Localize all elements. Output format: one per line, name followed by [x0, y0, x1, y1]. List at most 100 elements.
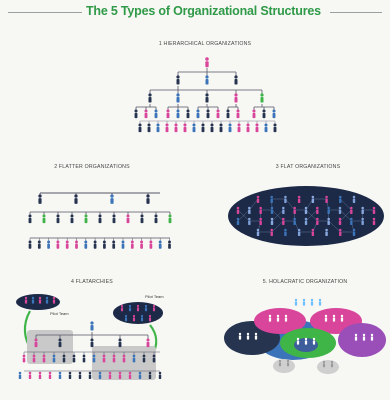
person-body — [296, 340, 300, 345]
person-head — [176, 109, 180, 113]
person-body — [370, 336, 374, 341]
person-body — [128, 307, 132, 312]
person-body — [246, 335, 250, 340]
person-head — [312, 337, 316, 341]
person-body — [22, 357, 26, 363]
person-head — [219, 123, 223, 127]
person-head — [84, 240, 88, 244]
person-body — [32, 357, 36, 363]
person-head — [255, 123, 259, 127]
person-body — [216, 112, 220, 119]
person-body — [98, 217, 102, 224]
person-body — [312, 340, 316, 345]
person-head — [282, 206, 285, 210]
person-body — [92, 357, 96, 363]
person-body — [252, 112, 256, 119]
person-body — [138, 374, 142, 379]
person-head — [82, 354, 86, 358]
person-head — [350, 206, 353, 210]
highlight-box-left — [27, 330, 73, 364]
connector-line — [271, 220, 284, 233]
person-body — [140, 317, 144, 322]
person-body — [176, 97, 180, 103]
person-head — [248, 206, 251, 210]
person-head — [296, 337, 300, 341]
person-body — [354, 336, 358, 341]
section-title-holacratic: 5. HOLACRATIC ORGANIZATION — [262, 279, 348, 285]
person-body — [372, 209, 376, 214]
person-body — [134, 112, 138, 119]
person-head — [304, 206, 308, 210]
person-body — [58, 374, 62, 379]
person-head — [205, 93, 209, 97]
person-body — [112, 243, 116, 249]
person-body — [284, 231, 287, 236]
person-body — [93, 243, 97, 249]
person-head — [354, 333, 358, 337]
person-body — [168, 217, 172, 224]
person-body — [124, 317, 128, 322]
person-body — [138, 126, 142, 133]
person-body — [270, 231, 273, 236]
person-head — [372, 206, 376, 210]
person-head — [168, 214, 172, 218]
person-body — [18, 374, 22, 379]
person-body — [272, 112, 276, 119]
person-body — [248, 209, 251, 214]
person-body — [168, 243, 171, 249]
person-head — [273, 123, 277, 127]
person-head — [28, 240, 32, 244]
person-head — [138, 123, 142, 127]
person-head — [102, 354, 106, 358]
person-head — [148, 314, 152, 318]
connector-line — [339, 209, 352, 222]
person-head — [196, 109, 200, 113]
person-head — [144, 109, 148, 113]
person-body — [148, 374, 152, 379]
person-body — [47, 243, 50, 249]
person-head — [90, 338, 94, 342]
person-head — [234, 75, 238, 79]
person-body — [316, 209, 319, 214]
person-head — [118, 371, 122, 375]
person-head — [158, 371, 162, 375]
person-body — [284, 198, 287, 203]
person-body — [256, 231, 260, 236]
person-head — [361, 217, 364, 221]
person-body — [372, 220, 376, 225]
person-head — [72, 354, 76, 358]
person-body — [192, 126, 196, 133]
person-body — [56, 243, 60, 249]
person-body — [146, 341, 150, 348]
person-body — [28, 217, 32, 224]
person-head — [372, 217, 376, 221]
person-body — [132, 317, 136, 322]
person-head — [311, 228, 315, 232]
person-head — [205, 57, 209, 61]
person-head — [52, 354, 56, 358]
person-head — [264, 123, 268, 127]
person-head — [38, 296, 42, 300]
person-head — [154, 109, 158, 113]
person-body — [234, 79, 238, 85]
person-head — [112, 240, 116, 244]
person-body — [58, 341, 62, 348]
person-body — [270, 198, 273, 203]
person-head — [325, 195, 328, 199]
person-head — [110, 194, 114, 198]
person-body — [136, 307, 140, 312]
person-body — [327, 220, 330, 225]
person-head — [201, 123, 205, 127]
person-body — [362, 336, 366, 341]
person-head — [339, 195, 342, 199]
person-head — [228, 123, 232, 127]
person-body — [65, 243, 69, 249]
person-body — [174, 126, 178, 133]
person-head — [124, 314, 128, 318]
circle-core — [294, 338, 318, 352]
person-head — [147, 123, 151, 127]
person-head — [332, 314, 336, 318]
person-head — [286, 359, 290, 363]
person-head — [246, 123, 250, 127]
person-head — [248, 217, 251, 221]
